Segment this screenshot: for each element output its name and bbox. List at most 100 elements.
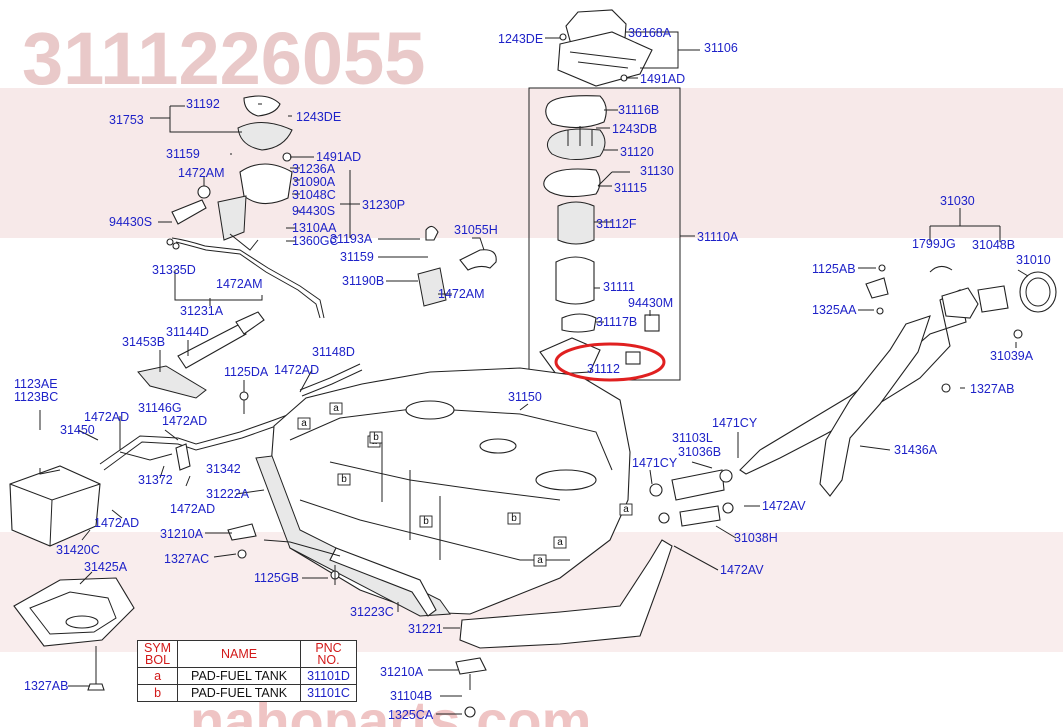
part-label-31223c[interactable]: 31223C — [350, 605, 394, 619]
part-label-31090a[interactable]: 31090A — [292, 175, 336, 189]
part-label-31112f[interactable]: 31112F — [596, 217, 637, 231]
part-label-1472ad-b[interactable]: 1472AD — [84, 410, 129, 424]
part-label-31038h[interactable]: 31038H — [734, 531, 778, 545]
part-label-1243db[interactable]: 1243DB — [612, 122, 657, 136]
part-label-31106[interactable]: 31106 — [704, 41, 738, 55]
part-label-1310aa[interactable]: 1310AA — [292, 221, 337, 235]
part-label-1325aa[interactable]: 1325AA — [812, 303, 857, 317]
part-label-31103l[interactable]: 31103L — [672, 431, 713, 445]
legend-name: PAD-FUEL TANK — [177, 667, 302, 685]
legend-header-name-text: NAME — [221, 646, 258, 661]
part-label-1327ab-left[interactable]: 1327AB — [24, 679, 68, 693]
part-label-31222a[interactable]: 31222A — [206, 487, 250, 501]
part-label-31055h[interactable]: 31055H — [454, 223, 498, 237]
part-label-1472ad-d[interactable]: 1472AD — [170, 502, 215, 516]
part-label-1327ab-right[interactable]: 1327AB — [970, 382, 1014, 396]
part-label-1472am-a[interactable]: 1472AM — [178, 166, 225, 180]
part-label-31221[interactable]: 31221 — [408, 622, 443, 636]
part-label-31425a[interactable]: 31425A — [84, 560, 128, 574]
part-label-31436a[interactable]: 31436A — [894, 443, 938, 457]
part-label-31450[interactable]: 31450 — [60, 423, 95, 437]
legend-row: a PAD-FUEL TANK 31101D — [136, 667, 357, 685]
part-label-31117b[interactable]: 31117B — [596, 315, 637, 329]
part-label-1472am-c[interactable]: 1472AM — [216, 277, 263, 291]
part-label-31036b[interactable]: 31036B — [678, 445, 721, 459]
part-label-1491ad-left[interactable]: 1491AD — [316, 150, 361, 164]
legend-row: b PAD-FUEL TANK 31101C — [136, 684, 357, 702]
part-label-31230p[interactable]: 31230P — [362, 198, 405, 212]
pump-sender — [644, 314, 660, 332]
part-label-1472am-b[interactable]: 1472AM — [438, 287, 485, 301]
part-label-1327ac[interactable]: 1327AC — [164, 552, 209, 566]
canister-tray — [13, 577, 135, 647]
part-label-1125gb[interactable]: 1125GB — [254, 571, 299, 585]
part-label-1123bc[interactable]: 1123BC — [14, 390, 58, 404]
part-label-31112[interactable]: 31112 — [587, 362, 620, 376]
part-label-1471cy-a[interactable]: 1471CY — [712, 416, 758, 430]
part-label-31159-a[interactable]: 31159 — [166, 147, 200, 161]
part-label-31453b[interactable]: 31453B — [122, 335, 165, 349]
part-label-1125da[interactable]: 1125DA — [224, 365, 269, 379]
part-label-31120[interactable]: 31120 — [620, 145, 654, 159]
part-label-31372[interactable]: 31372 — [138, 473, 173, 487]
part-label-31420c[interactable]: 31420C — [56, 543, 100, 557]
part-label-31335d[interactable]: 31335D — [152, 263, 196, 277]
legend-symbol: a — [136, 667, 179, 685]
tank-mark: b — [507, 512, 521, 525]
part-label-31190b[interactable]: 31190B — [342, 274, 384, 288]
part-label-1472av-b[interactable]: 1472AV — [720, 563, 764, 577]
sender-float — [625, 351, 641, 365]
part-label-31039a[interactable]: 31039A — [990, 349, 1034, 363]
part-label-1472av-a[interactable]: 1472AV — [762, 499, 806, 513]
part-label-36168a[interactable]: 36168A — [628, 26, 672, 40]
part-label-31210a-a[interactable]: 31210A — [160, 527, 204, 541]
part-label-1243de-top[interactable]: 1243DE — [498, 32, 543, 46]
part-label-31048b[interactable]: 31048B — [972, 238, 1015, 252]
part-label-31116b[interactable]: 31116B — [618, 103, 659, 117]
part-label-1471cy-b[interactable]: 1471CY — [632, 456, 678, 470]
part-label-31236a[interactable]: 31236A — [292, 162, 336, 176]
legend-header-pnc-text: PNC NO. — [315, 641, 342, 667]
part-label-31111[interactable]: 31111 — [603, 280, 635, 294]
part-label-31146g[interactable]: 31146G — [138, 401, 182, 415]
part-label-1325ca[interactable]: 1325CA — [388, 708, 434, 722]
part-label-1799jg[interactable]: 1799JG — [912, 237, 956, 251]
part-label-31010[interactable]: 31010 — [1016, 253, 1051, 267]
legend-header-symbol-text: SYM BOL — [144, 641, 172, 667]
part-label-1491ad-top[interactable]: 1491AD — [640, 72, 685, 86]
part-label-1360gc[interactable]: 1360GC — [292, 234, 339, 248]
tank-mark-letter: b — [373, 432, 379, 443]
part-label-31342[interactable]: 31342 — [206, 462, 241, 476]
sender-assembly — [239, 163, 293, 205]
part-label-31148d[interactable]: 31148D — [312, 345, 355, 359]
part-label-94430s-a[interactable]: 94430S — [292, 204, 335, 218]
part-label-31193a[interactable]: 31193A — [330, 232, 373, 246]
part-label-31159-b[interactable]: 31159 — [340, 250, 374, 264]
part-label-31130[interactable]: 31130 — [640, 164, 674, 178]
part-label-94430m[interactable]: 94430M — [628, 296, 673, 310]
part-label-1472ad-c[interactable]: 1472AD — [162, 414, 207, 428]
part-label-31104b[interactable]: 31104B — [390, 689, 432, 703]
part-label-1243de-left[interactable]: 1243DE — [296, 110, 341, 124]
part-label-31048c[interactable]: 31048C — [292, 188, 336, 202]
tank-strap-right — [459, 539, 673, 649]
part-label-31231a[interactable]: 31231A — [180, 304, 224, 318]
part-label-1123ae[interactable]: 1123AE — [14, 377, 58, 391]
part-label-1472ad-e[interactable]: 1472AD — [94, 516, 139, 530]
pump-module-outline — [528, 87, 681, 381]
part-label-31192[interactable]: 31192 — [186, 97, 220, 111]
access-cover-plate — [557, 31, 653, 87]
part-label-1125ab[interactable]: 1125AB — [812, 262, 856, 276]
part-label-31753[interactable]: 31753 — [109, 113, 144, 127]
part-label-31144d[interactable]: 31144D — [166, 325, 209, 339]
part-label-1472ad-a[interactable]: 1472AD — [274, 363, 319, 377]
part-label-31030[interactable]: 31030 — [940, 194, 975, 208]
parts-drawing — [9, 9, 1057, 718]
part-label-94430s-b[interactable]: 94430S — [109, 215, 152, 229]
pump-gasket — [545, 95, 607, 129]
part-label-31110a[interactable]: 31110A — [697, 230, 739, 244]
part-label-31210a-b[interactable]: 31210A — [380, 665, 424, 679]
tank-mark-box — [369, 431, 383, 444]
part-label-31150[interactable]: 31150 — [508, 390, 542, 404]
part-label-31115[interactable]: 31115 — [614, 181, 647, 195]
